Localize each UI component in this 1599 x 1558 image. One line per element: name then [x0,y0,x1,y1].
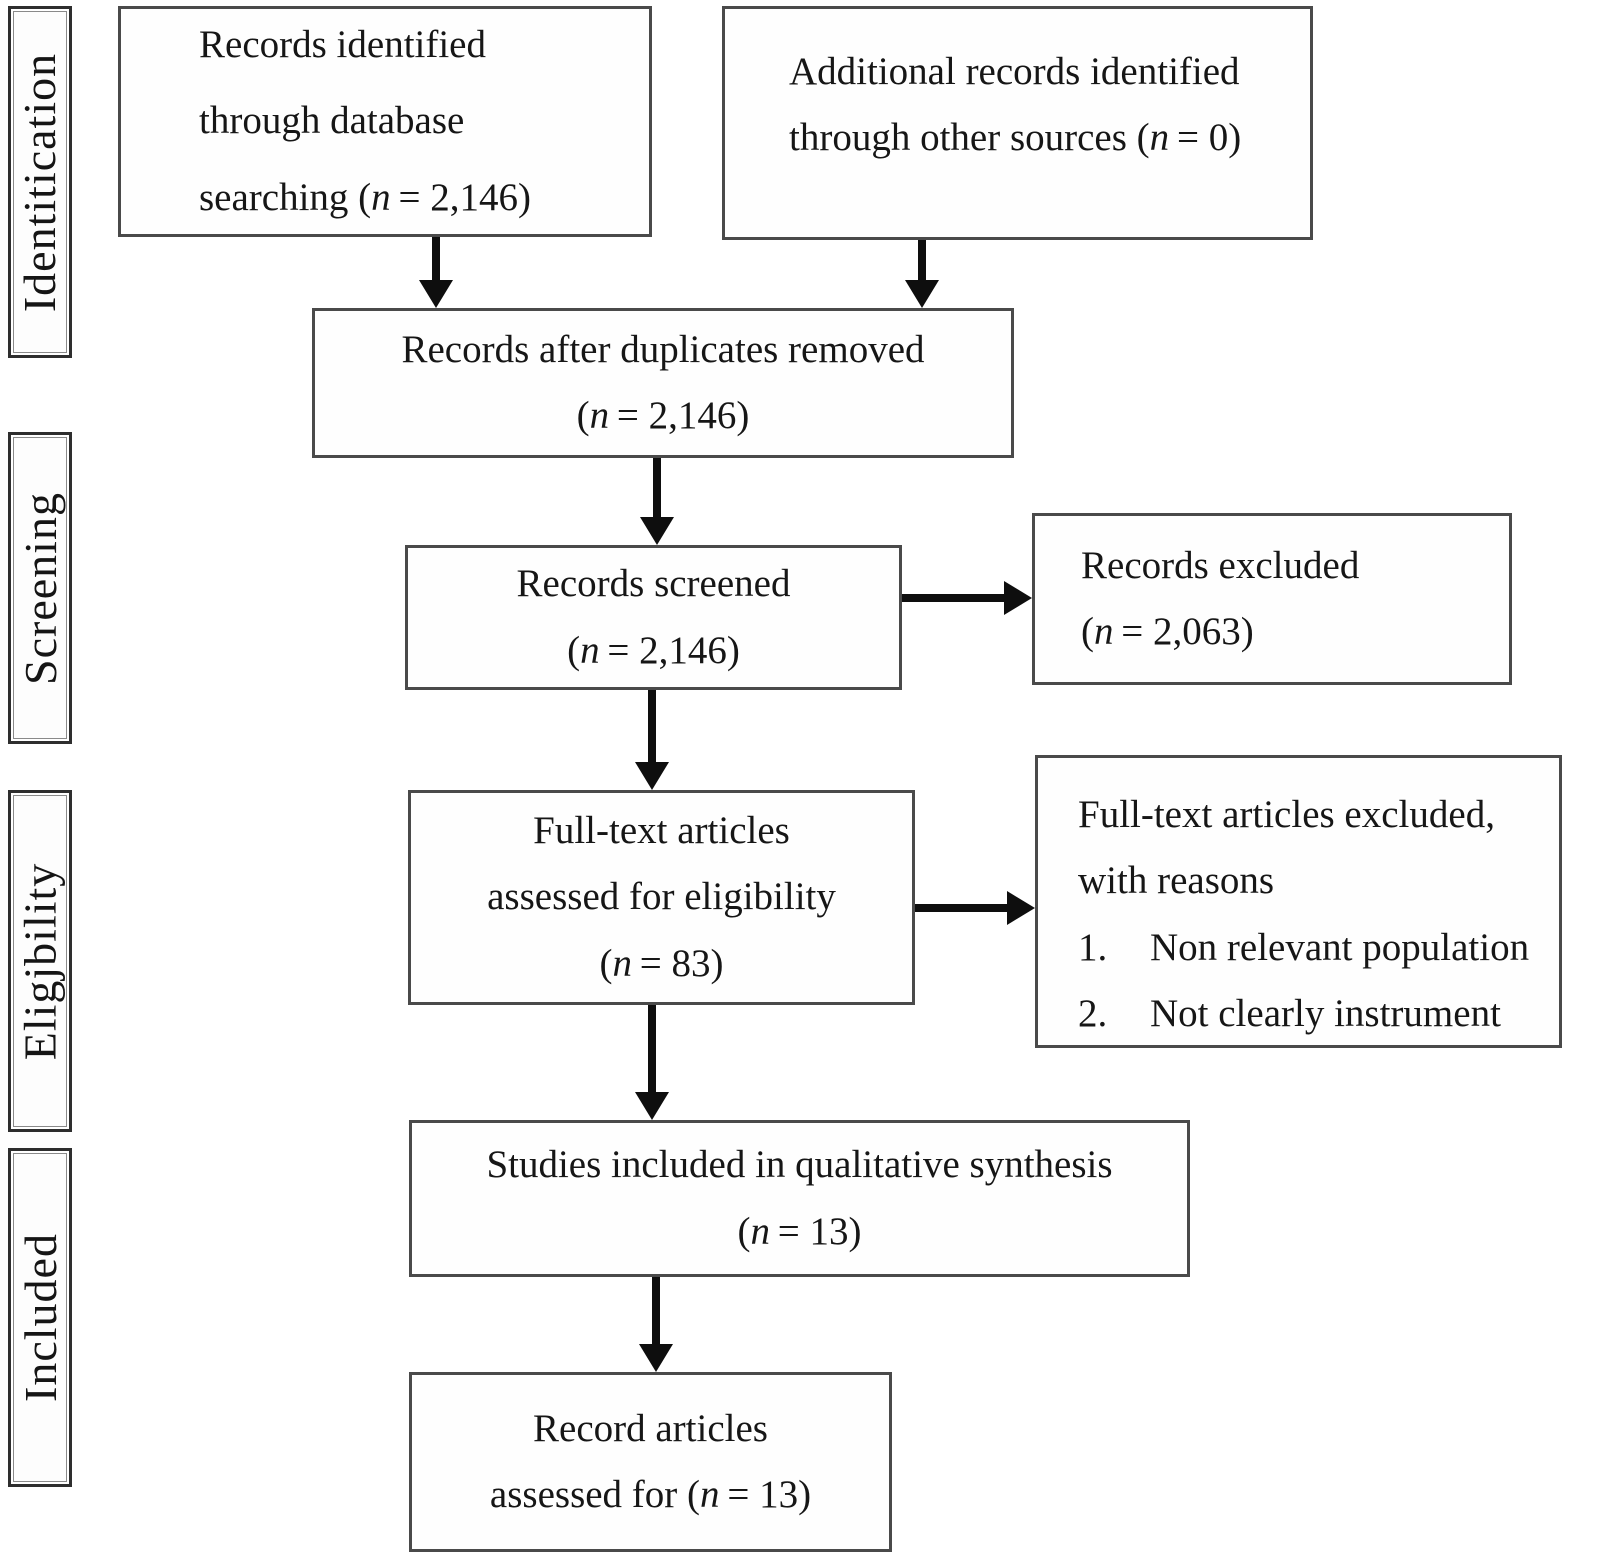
arrow-stem [648,1005,656,1096]
arrow-stem [432,237,440,284]
box-records-excluded: Records excluded (n = 2,063) [1032,513,1512,685]
box-line: through database [199,99,465,143]
reason-text: Non relevant population [1150,925,1530,969]
box-line: Additional records identified [789,50,1240,93]
box-line: Full-text articles [533,809,790,853]
box-additional-records: Additional records identified through ot… [722,6,1313,240]
arrow-stem [653,458,661,521]
stage-label-screening-text: Screening [14,491,66,685]
arrow-head-down-icon [639,1344,673,1372]
box-line: assessed for eligibility [487,875,836,919]
arrow-screened-to-fulltext [635,690,669,790]
box-line: Records screened [516,562,791,606]
reason-number: 2. [1078,991,1108,1035]
arrow-qualitative-to-assessed [639,1277,673,1372]
stage-label-identification: Identitication [8,6,72,358]
stage-label-included: Included [8,1148,72,1487]
box-fulltext-excluded: Full-text articles excluded, with reason… [1035,755,1562,1048]
box-qualitative-synthesis: Studies included in qualitative synthesi… [409,1120,1190,1277]
box-records-assessed: Record articles assessed for (n = 13) [409,1372,892,1552]
arrow-screened-to-excluded [902,581,1032,615]
stage-label-identification-text: Identitication [14,52,66,312]
arrow-head-right-icon [1004,581,1032,615]
stage-label-eligibility-text: Eligjbility [14,862,66,1060]
arrow-head-down-icon [905,280,939,308]
box-line: Records excluded [1081,543,1360,587]
box-line: (n = 2,063) [1081,610,1254,653]
reason-text: Not clearly instrument [1150,991,1501,1035]
box-records-screened: Records screened (n = 2,146) [405,545,902,690]
arrow-stem [648,690,656,766]
arrow-identified-to-duplicates [419,237,453,308]
box-line: Records after duplicates removed [401,327,925,371]
stage-label-screening: Screening [8,432,72,744]
reason-number: 1. [1078,925,1108,969]
arrow-head-right-icon [1007,891,1035,925]
box-duplicates-removed: Records after duplicates removed (n = 2,… [312,308,1014,458]
box-records-identified: Records identified through database sear… [118,6,652,237]
exclusion-reason: 1. Non relevant population [1078,915,1551,981]
stage-label-eligibility: Eligjbility [8,790,72,1132]
box-line: with reasons [1078,859,1275,903]
arrow-head-down-icon [419,280,453,308]
box-fulltext-assessed: Full-text articles assessed for eligibil… [408,790,915,1005]
box-line: through other sources (n = 0) [789,116,1242,160]
arrow-stem [918,240,926,284]
box-line: Studies included in qualitative synthesi… [486,1143,1113,1187]
box-line: (n = 2,146) [567,628,740,672]
arrow-fulltext-to-excluded [915,891,1035,925]
box-line: Record articles [533,1406,768,1450]
box-line: Records identified [199,23,486,67]
box-line: assessed for (n = 13) [489,1473,812,1516]
exclusion-reason: 2. Not clearly instrument [1078,981,1551,1047]
arrow-duplicates-to-screened [640,458,674,545]
arrow-head-down-icon [640,517,674,545]
arrow-head-down-icon [635,762,669,790]
arrow-head-down-icon [635,1092,669,1120]
box-line: Full-text articles excluded, [1078,793,1495,836]
box-line: (n = 13) [737,1209,862,1253]
arrow-stem [915,904,1011,912]
arrow-additional-to-duplicates [905,240,939,308]
box-line: (n = 2,146) [576,394,750,437]
box-line: (n = 83) [599,941,724,985]
stage-label-included-text: Included [14,1233,66,1402]
arrow-fulltext-to-qualitative [635,1005,669,1120]
arrow-stem [902,594,1008,602]
arrow-stem [652,1277,660,1348]
box-line: searching (n = 2,146) [199,175,531,219]
